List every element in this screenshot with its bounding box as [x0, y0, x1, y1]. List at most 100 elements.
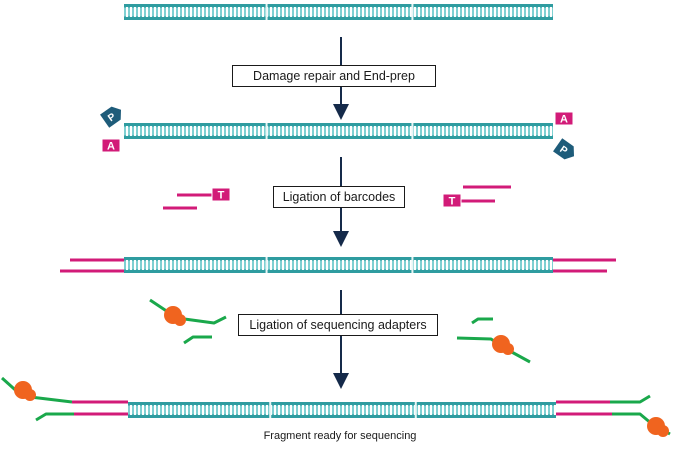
- dna-base-pair: [162, 260, 164, 270]
- dna-base-pair: [358, 260, 360, 270]
- dna-base-pair: [158, 405, 160, 415]
- dna-base-pair: [326, 405, 328, 415]
- dna-base-pair: [166, 260, 168, 270]
- dna-base-pair: [214, 7, 216, 17]
- dna-base-pair: [490, 260, 492, 270]
- dna-base-pair: [514, 260, 516, 270]
- dna-base-pair: [418, 7, 420, 17]
- dna-base-pair: [306, 405, 308, 415]
- a-tail-left: A: [101, 138, 121, 153]
- dna-base-pair: [174, 405, 176, 415]
- dna-base-pair: [410, 405, 412, 415]
- dna-base-pair: [430, 260, 432, 270]
- dna-base-pair: [382, 126, 384, 136]
- dna-base-pair: [238, 260, 240, 270]
- dna-base-pair: [362, 126, 364, 136]
- dna-base-pair: [498, 405, 500, 415]
- dna-base-pair: [478, 7, 480, 17]
- dna-base-pair: [430, 126, 432, 136]
- dna-base-pair: [206, 126, 208, 136]
- dna-base-pair: [526, 260, 528, 270]
- dna-base-pair: [490, 126, 492, 136]
- dna-base-pair: [366, 260, 368, 270]
- dna-base-pair: [510, 126, 512, 136]
- dna-base-pair: [198, 405, 200, 415]
- dna-base-pair: [518, 126, 520, 136]
- dna-base-pair: [394, 7, 396, 17]
- dna-base-pair: [378, 7, 380, 17]
- dna-base-pair: [494, 7, 496, 17]
- dna-base-pair: [394, 126, 396, 136]
- dna-base-pair: [258, 7, 260, 17]
- dna-base-pair: [138, 126, 140, 136]
- dna-base-pair: [490, 405, 492, 415]
- dna-base-pair: [506, 260, 508, 270]
- dna-base-pair: [234, 126, 236, 136]
- dna-base-pair: [506, 7, 508, 17]
- dna-base-pair: [254, 126, 256, 136]
- dna-base-pair: [370, 126, 372, 136]
- dna-base-pair: [442, 126, 444, 136]
- motor-protein-adapter-left: [164, 306, 186, 326]
- dna-base-pair: [318, 260, 320, 270]
- dna-base-pair: [218, 405, 220, 415]
- dna-base-pair: [474, 405, 476, 415]
- dna-base-pair: [474, 7, 476, 17]
- dna-base-pair: [406, 260, 408, 270]
- dna-base-pair: [314, 126, 316, 136]
- dna-base-pair: [502, 405, 504, 415]
- dna-base-pair: [522, 126, 524, 136]
- dna-base-pair: [142, 260, 144, 270]
- dna-fragment-input: [124, 4, 553, 20]
- tag-box: [554, 111, 574, 126]
- dna-base-pair: [310, 126, 312, 136]
- dna-base-pair: [522, 405, 524, 415]
- dna-base-pair: [162, 7, 164, 17]
- dna-base-pair: [474, 260, 476, 270]
- dna-base-pair: [290, 7, 292, 17]
- dna-base-pair: [170, 126, 172, 136]
- dna-base-pair: [490, 7, 492, 17]
- dna-base-pair: [242, 405, 244, 415]
- dna-base-pair: [546, 126, 548, 136]
- dna-base-pair: [526, 7, 528, 17]
- dna-base-pair: [494, 260, 496, 270]
- dna-base-pair: [262, 260, 264, 270]
- dna-base-pair: [218, 260, 220, 270]
- dna-base-pair: [498, 7, 500, 17]
- t-overhang-right: T: [442, 193, 462, 208]
- dna-base-pair: [182, 7, 184, 17]
- dna-base-pair: [374, 405, 376, 415]
- step-label-adapter-ligation: Ligation of sequencing adapters: [238, 314, 438, 336]
- dna-base-pair: [486, 260, 488, 270]
- a-tail-right: A: [554, 111, 574, 126]
- dna-base-pair: [354, 7, 356, 17]
- dna-base-pair: [182, 405, 184, 415]
- dna-base-pair: [426, 405, 428, 415]
- dna-base-pair: [538, 405, 540, 415]
- dna-base-pair: [350, 126, 352, 136]
- dna-base-pair: [178, 405, 180, 415]
- dna-base-pair: [426, 260, 428, 270]
- dna-base-pair: [454, 260, 456, 270]
- dna-base-pair: [466, 126, 468, 136]
- dna-base-pair: [222, 405, 224, 415]
- dna-base-pair: [206, 260, 208, 270]
- dna-base-pair: [154, 260, 156, 270]
- motor-protein-lobe: [24, 389, 36, 401]
- dna-base-pair: [462, 7, 464, 17]
- dna-base-pair: [546, 405, 548, 415]
- dna-base-pair: [262, 405, 264, 415]
- dna-base-pair: [310, 405, 312, 415]
- dna-base-pair: [274, 126, 276, 136]
- dna-base-pair: [230, 126, 232, 136]
- dna-base-pair: [510, 7, 512, 17]
- dna-base-pair: [322, 405, 324, 415]
- dna-base-pair: [414, 260, 416, 270]
- dna-base-pair: [202, 7, 204, 17]
- dna-base-pair: [442, 260, 444, 270]
- dna-base-pair: [310, 7, 312, 17]
- dna-base-pair: [382, 7, 384, 17]
- dna-base-pair: [230, 7, 232, 17]
- dna-base-pair: [386, 260, 388, 270]
